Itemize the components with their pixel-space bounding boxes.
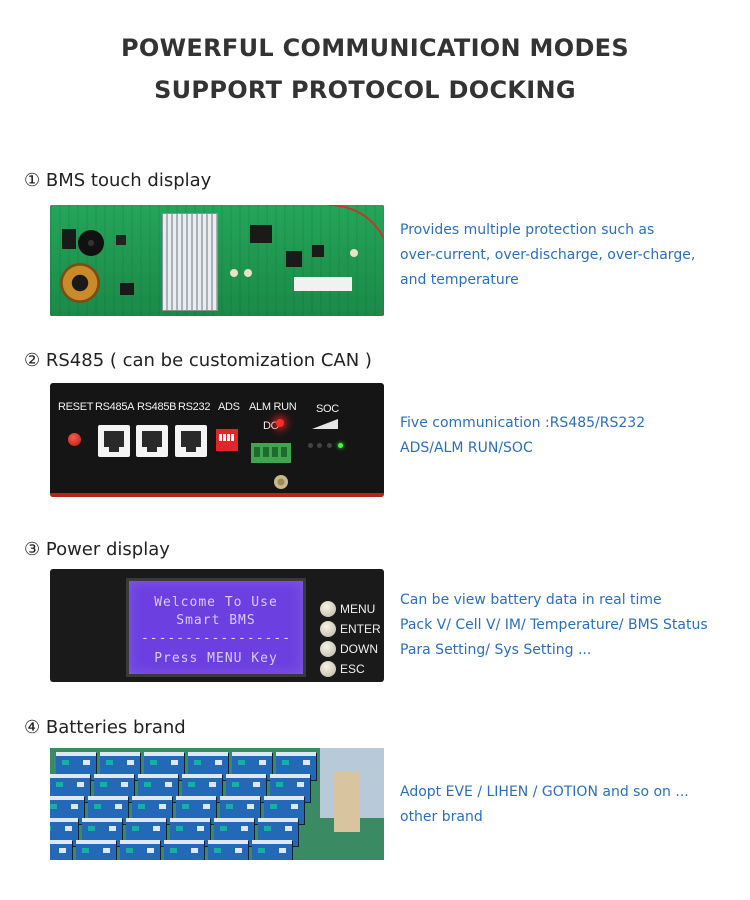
- section-4-description: Adopt EVE / LIHEN / GOTION and so on ...…: [400, 784, 689, 825]
- connector-icon: [294, 277, 352, 291]
- reset-label: RESET: [58, 401, 94, 413]
- section-2-description: Five communication :RS485/RS232 ADS/ALM …: [400, 415, 646, 456]
- rs485a-port-icon: [98, 425, 130, 457]
- power-display-image: Welcome To Use Smart BMS ---------------…: [50, 569, 384, 682]
- dip-switch-icon: [216, 429, 238, 451]
- lcd-line-2: Smart BMS: [176, 613, 256, 628]
- red-wire-icon: [273, 205, 384, 315]
- soc-led-icon: [308, 443, 313, 448]
- lcd-divider: -----------------: [140, 631, 292, 646]
- rs485-device-image: RESET RS485A RS485B RS232 ADS ALM RUN DO…: [50, 383, 384, 497]
- batteries-image: [50, 748, 384, 860]
- battery-cell-icon: [252, 840, 292, 860]
- enter-button-icon: [320, 621, 336, 637]
- bms-board-image: [50, 205, 384, 316]
- down-button-icon: [320, 641, 336, 657]
- rs232-label: RS232: [178, 401, 211, 413]
- section-1-description: Provides multiple protection such as ove…: [400, 222, 696, 288]
- section-label-power-display: ③ Power display: [24, 539, 170, 560]
- menu-label: MENU: [340, 602, 376, 616]
- rs485b-label: RS485B: [137, 401, 177, 413]
- rs485a-label: RS485A: [95, 401, 135, 413]
- soc-indicator-icon: [312, 419, 338, 429]
- rs232-port-icon: [175, 425, 207, 457]
- alm-run-label: ALM RUN: [249, 401, 297, 413]
- do-terminal-icon: [251, 443, 291, 463]
- section-3-description: Can be view battery data in real time Pa…: [400, 592, 708, 658]
- page-title-line-2: SUPPORT PROTOCOL DOCKING: [154, 76, 576, 104]
- soc-led-icon: [327, 443, 332, 448]
- battery-cell-icon: [164, 840, 204, 860]
- soc-led-icon: [317, 443, 322, 448]
- soc-label: SOC: [316, 403, 339, 415]
- soc-led-icon: [338, 443, 343, 448]
- ads-label: ADS: [218, 401, 240, 413]
- battery-cell-icon: [76, 840, 116, 860]
- inductor-coil-icon: [60, 263, 100, 303]
- rs485b-port-icon: [136, 425, 168, 457]
- reset-button-icon: [68, 433, 81, 446]
- section-label-rs485: ② RS485 ( can be customization CAN ): [24, 350, 372, 371]
- down-label: DOWN: [340, 642, 378, 656]
- alm-led-icon: [276, 419, 284, 427]
- esc-label: ESC: [340, 662, 365, 676]
- heatsink-icon: [162, 213, 218, 311]
- section-label-bms-touch-display: ① BMS touch display: [24, 170, 212, 191]
- do-label: DO: [263, 420, 279, 432]
- battery-cell-icon: [208, 840, 248, 860]
- battery-cell-icon: [120, 840, 160, 860]
- battery-cell-icon: [50, 840, 72, 860]
- lcd-screen: Welcome To Use Smart BMS ---------------…: [126, 578, 306, 677]
- menu-button-icon: [320, 601, 336, 617]
- enter-label: ENTER: [340, 622, 381, 636]
- lcd-line-1: Welcome To Use: [154, 595, 278, 610]
- buzzer-icon: [78, 230, 104, 256]
- esc-button-icon: [320, 661, 336, 677]
- lcd-line-3: Press MENU Key: [154, 651, 278, 666]
- page-title-line-1: POWERFUL COMMUNICATION MODES: [121, 34, 629, 62]
- section-label-batteries-brand: ④ Batteries brand: [24, 717, 186, 738]
- screw-icon: [274, 475, 288, 489]
